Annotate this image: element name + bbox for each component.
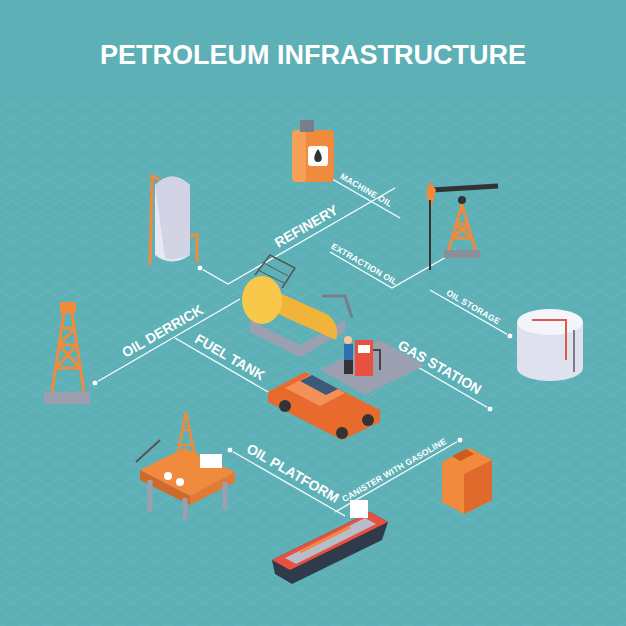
car [268,372,380,440]
line-dots [92,172,513,453]
grid [0,100,626,626]
jerrycan [442,448,492,514]
oil-platform [136,412,235,520]
vertical-tank [150,176,197,265]
machine-oil-can [292,120,334,182]
label: MACHINE OIL [339,172,394,209]
pump-jack [426,182,498,270]
label: CANISTER WITH GASOLINE [340,437,447,504]
label: REFINERY [272,202,340,249]
leader-lines [95,175,510,516]
refinery-tank [242,255,352,357]
label: OIL PLATFORM [245,441,342,505]
title: PETROLEUM INFRASTRUCTURE [0,40,626,71]
label: GAS STATION [396,338,484,397]
storage-tank [517,309,583,381]
label: OIL STORAGE [445,288,502,326]
label: OIL DERRICK [119,302,205,359]
label: EXTRACTION OIL [330,242,399,287]
oil-derrick [44,302,90,404]
tanker-ship [272,500,388,584]
label: FUEL TANK [193,331,268,382]
